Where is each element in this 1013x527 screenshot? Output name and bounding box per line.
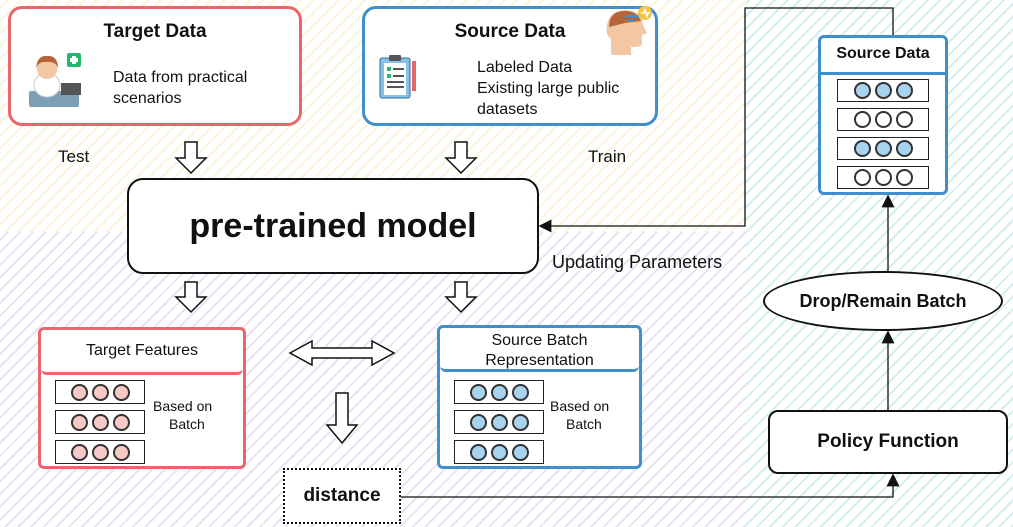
double-arrow-compare [288, 339, 396, 367]
target-features-box: Target Features Based on Batch [38, 327, 246, 469]
target-features-header: Target Features [41, 330, 243, 375]
test-label: Test [58, 147, 90, 166]
source-batch-box: Source Batch Representation Based on Bat… [437, 325, 642, 469]
hollow-arrow-train [444, 141, 478, 175]
updating-parameters-label: Updating Parameters [552, 252, 723, 272]
hollow-arrow-model-target [174, 281, 208, 314]
source-data-box: Source Data Labeled Data Existing large … [362, 6, 658, 126]
source-data-line1: Labeled Data [477, 59, 573, 76]
pretrained-model-label: pre-trained model [189, 207, 477, 245]
source-to-model-line [538, 7, 894, 233]
policy-function-box: Policy Function [768, 410, 1008, 474]
source-batch-title-line2: Representation [485, 352, 594, 369]
right-source-row-filled [837, 79, 929, 102]
hollow-arrow-test [174, 141, 208, 175]
right-source-data-box: Source Data [818, 35, 948, 195]
doctor-icon [23, 49, 85, 116]
brain-head-icon [601, 5, 655, 64]
distance-label: distance [303, 485, 381, 506]
target-data-desc-line1: Data from practical [113, 69, 248, 86]
drop-remain-ellipse: Drop/Remain Batch [763, 271, 1003, 331]
target-feature-row [55, 410, 145, 434]
medical-chart-icon [377, 53, 419, 106]
target-feature-row [55, 440, 145, 464]
source-batch-row [454, 440, 544, 464]
hollow-arrow-model-source [444, 281, 478, 314]
right-source-row-empty [837, 166, 929, 189]
hollow-arrow-distance [325, 392, 359, 445]
right-source-header: Source Data [821, 38, 945, 75]
source-data-title: Source Data [454, 21, 566, 42]
source-data-line3: datasets [477, 101, 538, 118]
target-features-title: Target Features [85, 342, 199, 359]
source-batch-row [454, 380, 544, 404]
source-batch-title-line1: Source Batch [491, 332, 588, 349]
distance-to-policy-line [401, 473, 900, 498]
source-based-line2: Batch [566, 416, 602, 432]
train-label: Train [588, 147, 627, 166]
right-source-row-filled [837, 137, 929, 160]
target-data-title: Target Data [103, 21, 207, 42]
target-data-box: Target Data Data from practical scenario… [8, 6, 302, 126]
target-data-desc-line2: scenarios [113, 90, 182, 107]
target-feature-row [55, 380, 145, 404]
drop-remain-label: Drop/Remain Batch [799, 291, 967, 311]
pretrained-model-box: pre-trained model [127, 178, 539, 274]
target-based-line2: Batch [169, 416, 205, 432]
right-source-row-empty [837, 108, 929, 131]
policy-function-label: Policy Function [817, 431, 959, 452]
target-based-line1: Based on [153, 398, 213, 414]
source-data-line2: Existing large public [477, 80, 620, 97]
source-batch-header: Source Batch Representation [440, 328, 639, 372]
source-based-line1: Based on [550, 398, 610, 414]
source-batch-row [454, 410, 544, 434]
right-source-title: Source Data [836, 45, 930, 62]
distance-box: distance [283, 468, 401, 524]
